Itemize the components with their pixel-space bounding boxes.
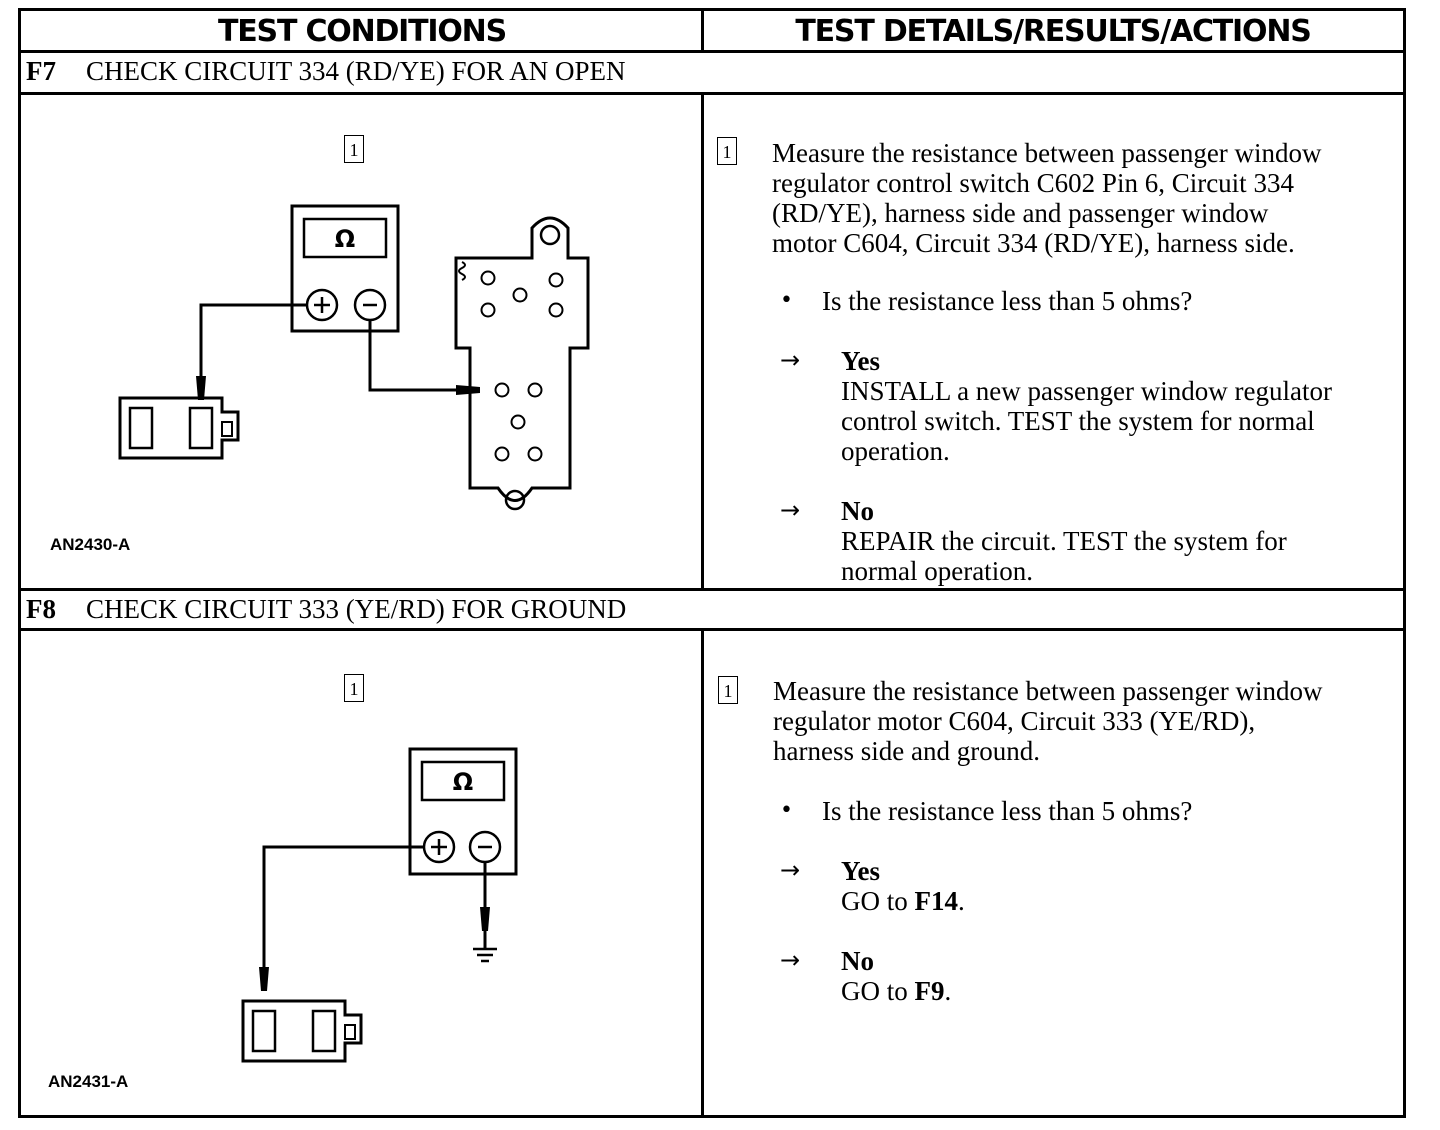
f8-figure-label: AN2431-A	[48, 1072, 129, 1091]
table-border-left	[18, 8, 21, 1118]
f8-yes-text: GO to	[841, 886, 915, 916]
section-f7-title-text: CHECK CIRCUIT 334 (RD/YE) FOR AN OPEN	[86, 56, 626, 86]
f7-yes-line: INSTALL a new passenger window regulator	[841, 376, 1332, 406]
table-border-right	[1403, 8, 1406, 1118]
ground-icon	[473, 947, 497, 963]
header-divider	[18, 50, 1406, 53]
f8-no-label: No	[841, 946, 874, 976]
f7-yes-label: Yes	[841, 346, 880, 376]
f7-no-arrow-icon: →	[780, 496, 801, 524]
f8-step-line: Measure the resistance between passenger…	[773, 676, 1323, 706]
switch-connector-icon	[454, 216, 590, 511]
column-divider-f8	[701, 630, 704, 1118]
header-test-details: TEST DETAILS/RESULTS/ACTIONS	[795, 14, 1311, 49]
f8-yes-block: Yes GO to F14.	[841, 856, 965, 916]
section-f7-divider	[18, 92, 1406, 95]
test-leads	[199, 303, 468, 392]
header-test-conditions: TEST CONDITIONS	[217, 14, 507, 49]
f8-step-marker: 1	[718, 676, 738, 704]
f8-question: Is the resistance less than 5 ohms?	[822, 796, 1193, 826]
column-divider-header	[701, 8, 704, 53]
motor-connector-icon	[118, 396, 240, 460]
f7-no-line: normal operation.	[841, 556, 1033, 586]
f7-step-line: (RD/YE), harness side and passenger wind…	[772, 198, 1269, 228]
test-table: TEST CONDITIONS TEST DETAILS/RESULTS/ACT…	[18, 8, 1406, 1118]
f7-step-text: Measure the resistance between passenger…	[772, 138, 1322, 258]
test-leads	[262, 845, 487, 971]
f7-yes-line: operation.	[841, 436, 950, 466]
f8-no-ref: F9	[914, 976, 945, 1006]
section-f8-title: F8 CHECK CIRCUIT 333 (YE/RD) FOR GROUND	[26, 594, 626, 625]
f7-diagram: Ω	[118, 204, 590, 511]
ohm-symbol: Ω	[335, 225, 355, 253]
f7-yes-arrow-icon: →	[780, 346, 801, 374]
f7-no-block: No REPAIR the circuit. TEST the system f…	[841, 496, 1287, 586]
f8-yes-label: Yes	[841, 856, 880, 886]
f7-question: Is the resistance less than 5 ohms?	[822, 286, 1193, 316]
f8-figure-step-marker: 1	[344, 674, 364, 702]
section-f8-id: F8	[26, 594, 56, 624]
f7-bullet: •	[780, 288, 793, 313]
f8-diagram: Ω	[241, 747, 518, 1063]
f8-step-text: Measure the resistance between passenger…	[773, 676, 1323, 766]
f8-no-action: GO to F9.	[841, 976, 951, 1006]
probe-icon	[196, 376, 480, 400]
f7-no-line: REPAIR the circuit. TEST the system for	[841, 526, 1287, 556]
connector-pins	[480, 270, 564, 462]
f8-yes-ref: F14	[914, 886, 959, 916]
section-f7-id: F7	[26, 56, 56, 86]
f8-step-line: harness side and ground.	[773, 736, 1040, 766]
f7-no-label: No	[841, 496, 874, 526]
f7-step-marker: 1	[717, 137, 737, 165]
f8-step-line: regulator motor C604, Circuit 333 (YE/RD…	[773, 706, 1256, 736]
table-border-bottom	[18, 1115, 1406, 1118]
f7-step-line: Measure the resistance between passenger…	[772, 138, 1322, 168]
section-f8-top-divider	[18, 588, 1406, 591]
f8-no-arrow-icon: →	[780, 946, 801, 974]
f8-no-end: .	[944, 976, 952, 1006]
f7-step-line: regulator control switch C602 Pin 6, Cir…	[772, 168, 1294, 198]
ohm-symbol: Ω	[453, 768, 473, 796]
motor-connector-icon	[241, 999, 363, 1063]
section-f8-divider	[18, 628, 1406, 631]
f7-yes-line: control switch. TEST the system for norm…	[841, 406, 1315, 436]
f7-figure-step-marker: 1	[344, 135, 364, 163]
f8-yes-end: .	[958, 886, 965, 916]
section-f7-title: F7 CHECK CIRCUIT 334 (RD/YE) FOR AN OPEN	[26, 56, 626, 87]
f7-yes-block: Yes INSTALL a new passenger window regul…	[841, 346, 1332, 466]
column-divider-f7	[701, 93, 704, 590]
f8-no-text: GO to	[841, 976, 915, 1006]
probe-icon	[259, 907, 490, 991]
section-f8-title-text: CHECK CIRCUIT 333 (YE/RD) FOR GROUND	[86, 594, 627, 624]
f7-figure-label: AN2430-A	[50, 535, 131, 554]
f7-step-line: motor C604, Circuit 334 (RD/YE), harness…	[772, 228, 1295, 258]
f8-yes-arrow-icon: →	[780, 856, 801, 884]
f8-bullet: •	[780, 798, 793, 823]
f8-no-block: No GO to F9.	[841, 946, 951, 1006]
f8-yes-action: GO to F14.	[841, 886, 965, 916]
ohmmeter-icon	[408, 747, 518, 876]
table-border-top	[18, 8, 1406, 11]
